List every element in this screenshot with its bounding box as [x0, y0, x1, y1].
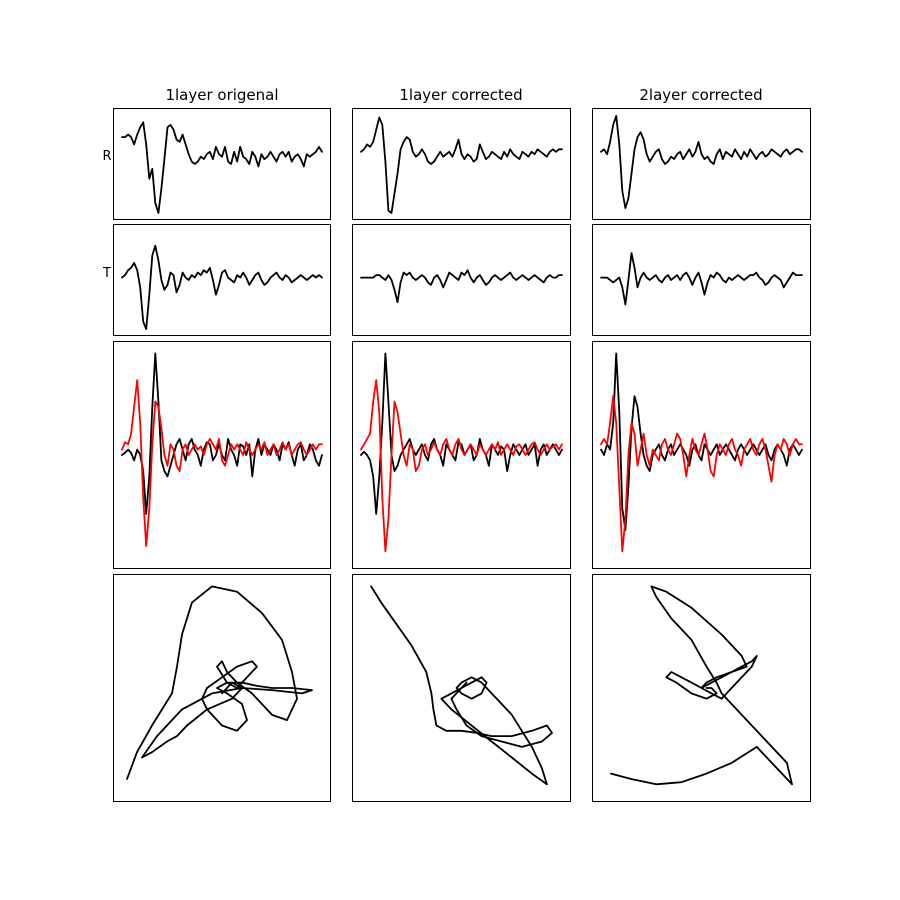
column-title-3: 2layer corrected [639, 86, 762, 104]
panel-t-col2-frame [352, 224, 571, 336]
panel-frames [113, 108, 811, 802]
panel-r-col1-frame [113, 108, 331, 220]
panel-overlay-col2-frame [352, 341, 571, 569]
trace-r-t-overlay-col2-series2 [360, 379, 563, 553]
panel-t-col3-frame [592, 224, 811, 336]
panel-r-col3-frame [592, 108, 811, 220]
row-label-t: T [102, 266, 111, 281]
trace-particle-motion-col3-series1 [610, 585, 793, 786]
trace-particle-motion-col1-series1 [126, 585, 313, 780]
trace-r-t-overlay-col3-series2 [600, 395, 803, 553]
trace-particle-motion-col2-series1 [370, 585, 553, 786]
trace-r-col2-series1 [360, 116, 563, 214]
trace-t-col3-series1 [600, 252, 803, 306]
panel-motion-col3-frame [592, 574, 811, 802]
trace-layer [121, 115, 803, 786]
trace-t-col2-series1 [360, 269, 563, 303]
panel-motion-col1-frame [113, 574, 331, 802]
trace-r-t-overlay-col2-series1 [360, 352, 563, 515]
panel-overlay-col3-frame [592, 341, 811, 569]
column-title-2: 1layer corrected [399, 86, 522, 104]
column-title-1: 1layer origenal [165, 86, 278, 104]
trace-r-col1-series1 [121, 121, 323, 214]
row-label-r: R [102, 149, 111, 164]
panel-r-col2-frame [352, 108, 571, 220]
trace-t-col1-series1 [121, 244, 323, 330]
trace-r-t-overlay-col1-series2 [121, 379, 323, 547]
panel-t-col1-frame [113, 224, 331, 336]
trace-r-col3-series1 [600, 115, 803, 209]
panel-overlay-col1-frame [113, 341, 331, 569]
trace-r-t-overlay-col3-series1 [600, 352, 803, 531]
panel-motion-col2-frame [352, 574, 571, 802]
